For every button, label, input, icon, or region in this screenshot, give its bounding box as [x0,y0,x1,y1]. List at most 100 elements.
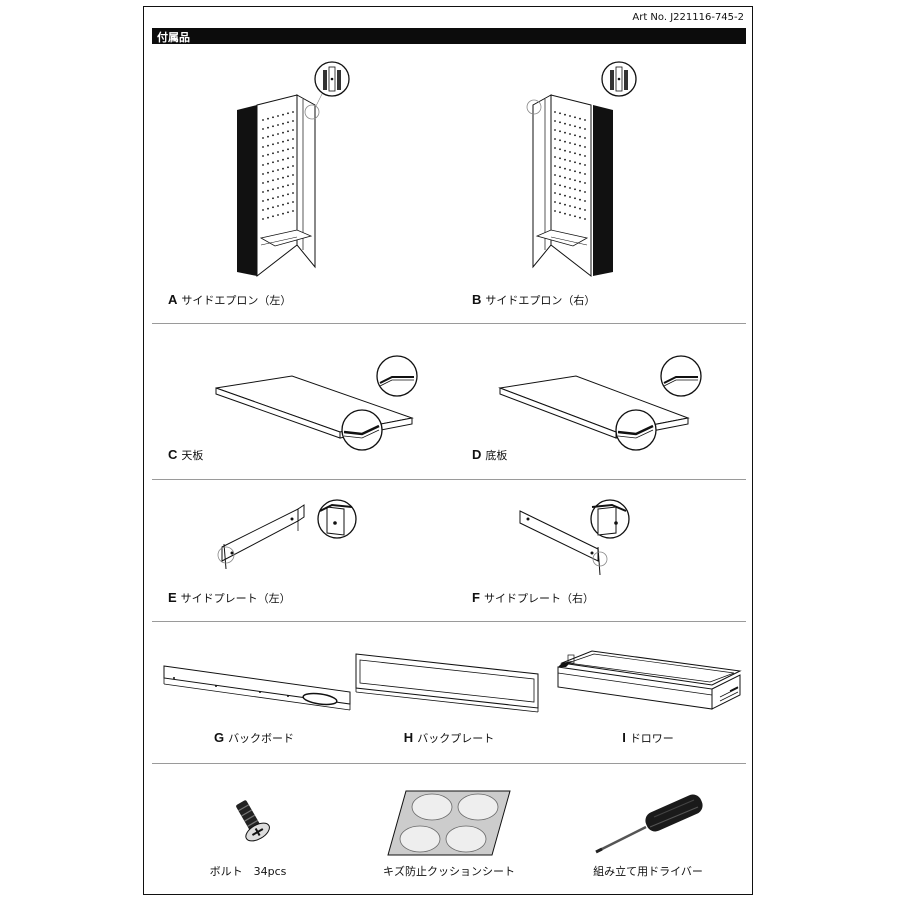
pegboard-hole [277,124,279,126]
side-apron-right-illustration [519,61,659,282]
pegboard-hole [559,184,561,187]
pegboard-hole [272,134,274,137]
pegboard-hole [282,149,284,152]
screwdriver-caption: 組み立て用ドライバー [593,865,703,878]
pegboard-hole [272,197,274,200]
pegboard-hole [569,196,571,198]
pegboard-hole [579,216,581,219]
pegboard-hole [569,115,571,117]
part-i-label: ドロワー [629,732,674,745]
pegboard-hole [574,143,576,146]
pegboard-hole [579,144,581,147]
pegboard-hole [272,170,274,173]
screwdriver-illustration [594,794,714,855]
bottom-board-illustration [496,352,706,452]
pegboard-hole [262,218,264,220]
pegboard-hole [579,207,581,210]
pegboard-hole [292,156,294,158]
part-a-letter: A [168,292,178,307]
pegboard-hole [272,125,274,128]
pegboard-hole [262,200,264,202]
pegboard-hole [554,156,556,158]
pegboard-hole [579,126,581,129]
pegboard-hole [574,134,576,137]
pegboard-hole [267,126,269,129]
pegboard-hole [267,198,269,201]
pegboard-hole [554,120,556,122]
section-title-bar: 付属品 [152,28,746,44]
part-c-letter: C [168,447,178,462]
pegboard-hole [554,165,556,167]
divider [152,763,746,764]
pegboard-hole [287,121,289,124]
pegboard-hole [554,210,556,212]
bolt-illustration [228,797,278,847]
pegboard-hole [564,167,566,170]
pegboard-hole [564,131,566,134]
pegboard-hole [554,147,556,149]
pegboard-hole [292,210,294,212]
pegboard-hole [554,129,556,131]
side-apron-left-illustration [219,61,359,282]
pegboard-hole [287,193,289,196]
pegboard-hole [262,146,264,148]
pegboard-hole [569,133,571,135]
pegboard-hole [569,169,571,171]
part-h-label: バックプレート [417,732,495,745]
part-f-label: サイドプレート（右） [483,592,594,605]
pegboard-hole [564,122,566,125]
pegboard-hole [584,218,586,220]
pegboard-hole [559,175,561,178]
pegboard-hole [564,158,566,161]
section-title: 付属品 [157,31,190,44]
pegboard-hole [564,185,566,188]
divider [152,323,746,324]
pegboard-hole [272,143,274,146]
back-plate-illustration [352,650,542,715]
pegboard-hole [292,174,294,176]
pegboard-hole [574,206,576,209]
pegboard-hole [277,187,279,189]
pegboard-hole [267,162,269,165]
pegboard-hole [569,124,571,126]
pegboard-hole [584,191,586,193]
pegboard-hole [282,167,284,170]
part-d-label: 底板 [485,449,508,462]
pegboard-hole [282,131,284,134]
pegboard-hole [554,183,556,185]
pegboard-hole [569,178,571,180]
pegboard-hole [277,160,279,162]
pegboard-hole [554,201,556,203]
art-number: Art No. J221116-745-2 [632,12,744,23]
pegboard-hole [584,128,586,130]
pegboard-hole [292,138,294,140]
part-i-letter: I [622,730,626,745]
pegboard-hole [287,139,289,142]
pegboard-hole [554,192,556,194]
pegboard-hole [584,155,586,157]
pegboard-hole [282,203,284,206]
pegboard-hole [564,176,566,179]
pegboard-hole [282,158,284,161]
pegboard-hole [267,180,269,183]
pegboard-hole [574,188,576,191]
pegboard-hole [292,111,294,113]
pegboard-hole [272,206,274,209]
pegboard-hole [569,142,571,144]
pegboard-hole [584,137,586,139]
bolt-caption: ボルト 34pcs [209,865,287,878]
pegboard-hole [579,153,581,156]
pegboard-hole [272,215,274,218]
pegboard-hole [262,182,264,184]
pegboard-hole [579,189,581,192]
pegboard-hole [559,121,561,124]
pegboard-hole [584,200,586,202]
pegboard-hole [564,194,566,197]
part-c-label: 天板 [181,449,204,462]
